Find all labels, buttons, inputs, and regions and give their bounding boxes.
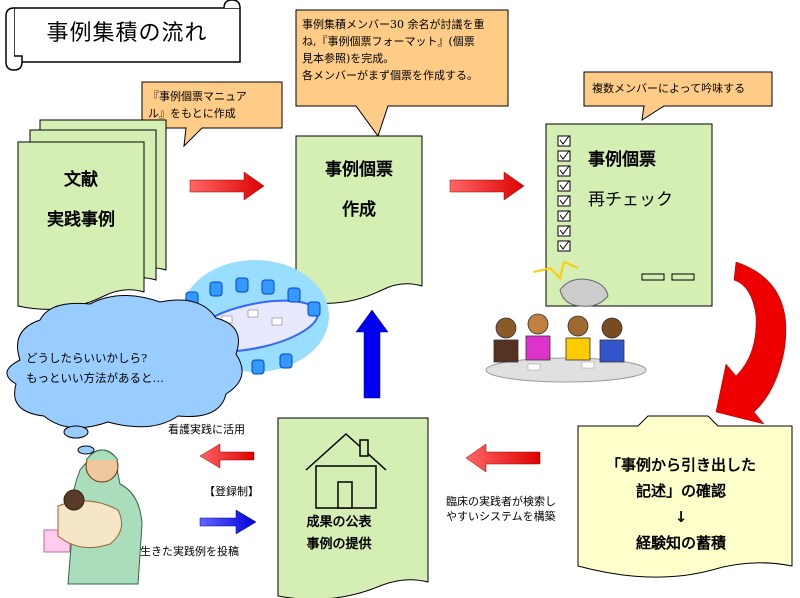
create-line-1: 事例個票 bbox=[325, 160, 393, 180]
results-line-2: 事例の提供 bbox=[306, 537, 372, 552]
recheck-line-1: 事例個票 bbox=[588, 150, 656, 170]
folder-arrow: ↓ bbox=[674, 508, 688, 526]
submit-label: 生きた実践例を投稿 bbox=[140, 545, 239, 558]
callout-meeting-line-1: 事例集積メンバー30 余名が討議を重 bbox=[302, 18, 485, 31]
callout-meeting-line-4: 各メンバーがまず個票を作成する。 bbox=[302, 69, 478, 82]
arrow-left-system bbox=[465, 443, 541, 473]
callout-review bbox=[583, 71, 773, 122]
thought-line-1: どうしたらいいかしら? bbox=[26, 351, 148, 365]
literature-doc-stack bbox=[17, 119, 167, 310]
system-line-2: やすいシステムを構築 bbox=[446, 510, 556, 523]
thought-text: どうしたらいいかしら? もっといい方法があると… bbox=[26, 348, 206, 388]
arrow-right-submit bbox=[199, 509, 257, 535]
system-label: 臨床の実践者が検索し やすいシステムを構築 bbox=[446, 494, 576, 524]
results-doc-text: 成果の公表 事例の提供 bbox=[284, 512, 394, 556]
arrow-curve-down bbox=[715, 261, 787, 425]
thought-cloud bbox=[6, 294, 243, 455]
checkbox-icon bbox=[557, 135, 571, 252]
discussion-people-icon bbox=[485, 260, 647, 383]
callout-manual-line-1: 『事例個票マニュア bbox=[148, 90, 247, 103]
arrow-left-nursing bbox=[199, 443, 255, 469]
accumulation-folder bbox=[577, 415, 793, 578]
folder-text: 「事例から引き出した 記述」の確認 ↓ 経験知の蓄積 bbox=[584, 452, 778, 556]
callout-manual-text: 『事例個票マニュア ル』をもとに作成 bbox=[148, 88, 280, 122]
callout-manual-line-2: ル』をもとに作成 bbox=[148, 107, 236, 120]
literature-doc-text: 文献 実践事例 bbox=[18, 160, 144, 240]
arrow-right-1 bbox=[189, 171, 265, 201]
callout-review-text: 複数メンバーによって吟味する bbox=[592, 82, 746, 95]
arrow-right-2 bbox=[449, 171, 525, 201]
recheck-doc bbox=[545, 123, 713, 307]
callout-meeting-line-3: 見本参照)を完成。 bbox=[302, 52, 395, 65]
arrow-up bbox=[355, 309, 389, 399]
callout-meeting-text: 事例集積メンバー30 余名が討議を重 ね,『事例個票フォーマット』(個票 見本参… bbox=[302, 16, 508, 84]
house-icon bbox=[305, 432, 387, 509]
nursing-label: 看護実践に活用 bbox=[168, 423, 245, 436]
recheck-line-2: 再チェック bbox=[588, 190, 673, 210]
folder-line-2: 記述」の確認 bbox=[635, 482, 726, 500]
folder-line-1: 「事例から引き出した bbox=[605, 456, 756, 474]
folder-line-3: 経験知の蓄積 bbox=[635, 534, 726, 552]
results-line-1: 成果の公表 bbox=[306, 515, 372, 530]
title-scroll bbox=[5, 0, 241, 71]
thought-line-2: もっといい方法があると… bbox=[26, 371, 164, 385]
create-line-2: 作成 bbox=[342, 200, 376, 220]
literature-line-2: 実践事例 bbox=[47, 210, 115, 230]
page-title: 事例集積の流れ bbox=[46, 21, 208, 46]
nurse-with-baby-icon bbox=[43, 449, 143, 585]
system-line-1: 臨床の実践者が検索し bbox=[446, 495, 556, 508]
results-doc bbox=[277, 417, 429, 598]
callout-meeting-line-2: ね,『事例個票フォーマット』(個票 bbox=[302, 35, 475, 48]
create-doc-text: 事例個票 作成 bbox=[296, 150, 422, 230]
callout-meeting bbox=[295, 9, 509, 138]
recheck-doc-text: 事例個票 再チェック bbox=[576, 140, 696, 220]
registration-label: 【登録制】 bbox=[204, 485, 259, 498]
literature-line-1: 文献 bbox=[64, 170, 98, 190]
